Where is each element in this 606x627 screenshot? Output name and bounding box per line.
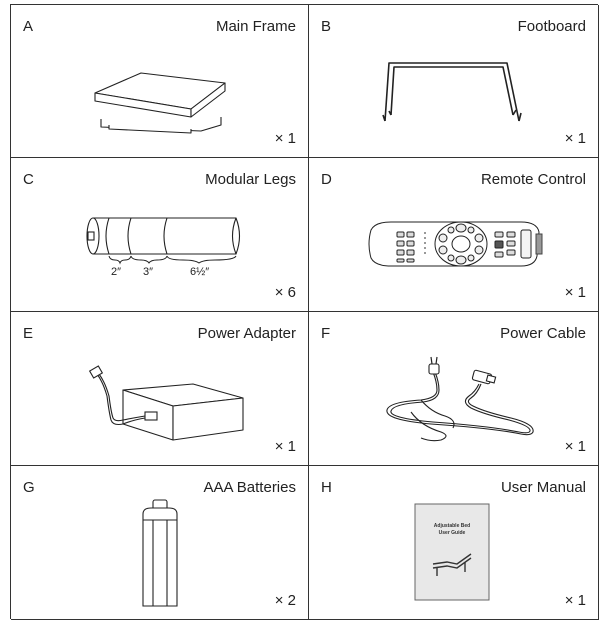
power-adapter-icon xyxy=(83,362,253,447)
part-letter: C xyxy=(23,171,34,188)
part-quantity: × 1 xyxy=(274,130,296,147)
main-frame-icon xyxy=(91,67,231,137)
part-cell-modular-legs: C Modular Legs 2″ 3″ xyxy=(11,158,309,312)
battery-icon xyxy=(137,498,187,610)
part-cell-main-frame: A Main Frame × 1 xyxy=(11,5,309,158)
leg-dimension-label: 2″ xyxy=(111,266,121,278)
leg-dimension-label: 6½″ xyxy=(190,266,209,278)
manual-title-line: User Guide xyxy=(439,530,466,536)
part-cell-aaa-batteries: G AAA Batteries × 2 xyxy=(11,466,309,620)
part-quantity: × 1 xyxy=(564,592,586,609)
power-cable-icon xyxy=(381,354,551,449)
part-quantity: × 1 xyxy=(564,284,586,301)
part-quantity: × 1 xyxy=(274,438,296,455)
part-name: User Manual xyxy=(500,479,586,496)
part-quantity: × 1 xyxy=(564,438,586,455)
modular-legs-icon: 2″ 3″ 6½″ xyxy=(81,214,251,284)
part-cell-power-cable: F Power Cable × xyxy=(309,312,599,466)
part-name: AAA Batteries xyxy=(203,479,296,496)
part-name: Power Cable xyxy=(500,325,586,342)
part-name: Main Frame xyxy=(215,18,296,35)
part-letter: A xyxy=(23,18,34,35)
part-quantity: × 6 xyxy=(274,284,296,301)
part-letter: E xyxy=(23,325,34,342)
part-letter: G xyxy=(23,479,35,496)
part-cell-power-adapter: E Power Adapter × 1 xyxy=(11,312,309,466)
part-letter: B xyxy=(321,18,332,35)
parts-list-grid: A Main Frame × 1 B Footboard xyxy=(10,4,599,620)
user-manual-icon: Adjustable Bed User Guide xyxy=(413,502,493,602)
footboard-icon xyxy=(379,55,529,130)
leg-dimension-label: 3″ xyxy=(143,266,153,278)
manual-title-line: Adjustable Bed xyxy=(434,523,470,529)
part-quantity: × 1 xyxy=(564,130,586,147)
part-letter: F xyxy=(321,325,331,342)
part-name: Remote Control xyxy=(480,171,586,188)
part-cell-user-manual: H User Manual Adjustable Bed User Guide … xyxy=(309,466,599,620)
part-letter: D xyxy=(321,171,332,188)
part-quantity: × 2 xyxy=(274,592,296,609)
part-cell-remote-control: D Remote Control xyxy=(309,158,599,312)
part-name: Modular Legs xyxy=(205,171,296,188)
remote-control-icon xyxy=(361,216,546,274)
part-cell-footboard: B Footboard × 1 xyxy=(309,5,599,158)
part-name: Footboard xyxy=(517,18,586,35)
part-letter: H xyxy=(321,479,332,496)
part-name: Power Adapter xyxy=(197,325,296,342)
